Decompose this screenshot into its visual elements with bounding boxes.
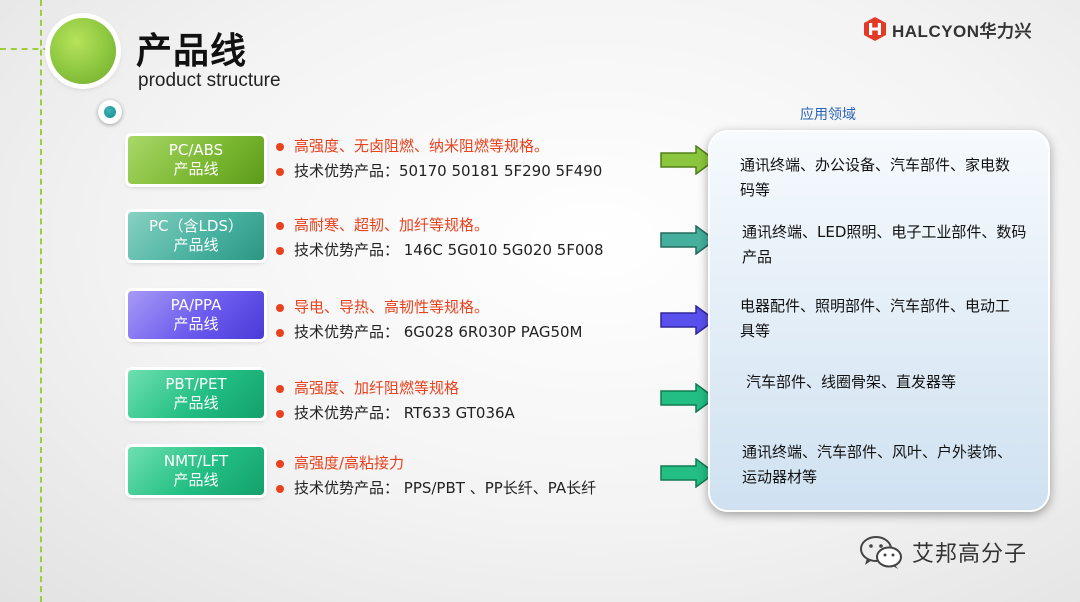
products-row: 技术优势产品： 146C 5G010 5G020 5F008 [276, 238, 604, 263]
application-text-pa-ppa: 电器配件、照明部件、汽车部件、电动工具等 [740, 297, 1011, 340]
feature-text: 高强度、无卤阻燃、纳米阻燃等规格。 [294, 137, 550, 155]
feature-row: 高强度、加纤阻燃等规格 [276, 376, 515, 401]
products-text: 技术优势产品： 6G028 6R030P PAG50M [294, 323, 583, 341]
bullet-icon [276, 142, 284, 151]
product-line-details-pbt-pet: 高强度、加纤阻燃等规格 技术优势产品： RT633 GT036A [276, 376, 515, 426]
product-line-suffix: 产品线 [173, 236, 219, 254]
product-line-details-pa-ppa: 导电、导热、高韧性等规格。 技术优势产品： 6G028 6R030P PAG50… [276, 295, 582, 345]
right-arrow-icon [660, 305, 716, 335]
product-line-suffix: 产品线 [173, 160, 219, 178]
bullet-icon [276, 221, 284, 230]
page-title: 产品线 [136, 31, 248, 72]
right-arrow-icon [660, 145, 716, 175]
application-text-pc-abs: 通讯终端、办公设备、汽车部件、家电数码等 [740, 156, 1011, 199]
feature-row: 高强度/高粘接力 [276, 451, 596, 476]
brand-name: HALCYON华力兴 [892, 21, 1033, 41]
feature-row: 高耐寒、超韧、加纤等规格。 [276, 213, 604, 238]
feature-text: 导电、导热、高韧性等规格。 [294, 298, 490, 316]
product-line-details-pc-lds: 高耐寒、超韧、加纤等规格。 技术优势产品： 146C 5G010 5G020 5… [276, 213, 604, 263]
products-text: 技术优势产品： RT633 GT036A [294, 404, 515, 422]
watermark-text: 艾邦高分子 [912, 542, 1028, 567]
right-arrow-icon [660, 383, 716, 413]
decorative-dashed-line-vertical [40, 0, 42, 602]
feature-row: 导电、导热、高韧性等规格。 [276, 295, 582, 320]
right-arrow-icon [660, 225, 716, 255]
application-text-pc-lds: 通讯终端、LED照明、电子工业部件、数码产品 [742, 223, 1027, 266]
applications-heading: 应用领域 [800, 107, 856, 123]
application-text-nmt-lft: 通讯终端、汽车部件、风叶、户外装饰、运动器材等 [742, 443, 1013, 486]
product-line-name: PC/ABS [168, 141, 224, 159]
bullet-icon [276, 303, 284, 312]
products-row: 技术优势产品：50170 50181 5F290 5F490 [276, 159, 602, 184]
right-arrow-icon [660, 458, 716, 488]
products-text: 技术优势产品：50170 50181 5F290 5F490 [294, 162, 603, 180]
teal-circle-icon [98, 100, 122, 124]
page-subtitle: product structure [138, 70, 281, 91]
application-text-pbt-pet: 汽车部件、线圈骨架、直发器等 [746, 373, 957, 391]
products-row: 技术优势产品： RT633 GT036A [276, 401, 515, 426]
feature-text: 高强度、加纤阻燃等规格 [294, 379, 460, 397]
product-line-label-pc-lds: PC（含LDS） 产品线 [128, 212, 264, 260]
product-line-details-nmt-lft: 高强度/高粘接力 技术优势产品： PPS/PBT 、PP长纤、PA长纤 [276, 451, 596, 501]
products-text: 技术优势产品： 146C 5G010 5G020 5F008 [294, 241, 604, 259]
product-line-name: PBT/PET [165, 375, 227, 393]
wechat-icon [860, 536, 902, 569]
product-line-name: PA/PPA [170, 296, 222, 314]
wechat-watermark: 艾邦高分子 [858, 534, 1027, 570]
bullet-icon [276, 409, 284, 418]
products-row: 技术优势产品： PPS/PBT 、PP长纤、PA长纤 [276, 476, 596, 501]
product-line-details-pc-abs: 高强度、无卤阻燃、纳米阻燃等规格。 技术优势产品：50170 50181 5F2… [276, 134, 602, 184]
decorative-dashed-line-horizontal [0, 48, 60, 50]
feature-text: 高耐寒、超韧、加纤等规格。 [294, 216, 490, 234]
product-line-suffix: 产品线 [173, 315, 219, 333]
bullet-icon [276, 328, 284, 337]
bullet-icon [276, 459, 284, 468]
bullet-icon [276, 167, 284, 176]
product-line-label-pa-ppa: PA/PPA 产品线 [128, 291, 264, 339]
halcyon-h-logo-icon [864, 17, 886, 41]
bullet-icon [276, 484, 284, 493]
bullet-icon [276, 384, 284, 393]
product-line-suffix: 产品线 [173, 471, 219, 489]
green-circle-icon [50, 18, 116, 84]
bullet-icon [276, 246, 284, 255]
brand-logo: HALCYON华力兴 [862, 14, 1032, 44]
product-line-label-pc-abs: PC/ABS 产品线 [128, 136, 264, 184]
applications-panel [708, 130, 1050, 512]
products-row: 技术优势产品： 6G028 6R030P PAG50M [276, 320, 582, 345]
feature-row: 高强度、无卤阻燃、纳米阻燃等规格。 [276, 134, 602, 159]
product-line-name: PC（含LDS） [149, 217, 243, 235]
product-line-label-nmt-lft: NMT/LFT 产品线 [128, 447, 264, 495]
products-text: 技术优势产品： PPS/PBT 、PP长纤、PA长纤 [294, 479, 597, 497]
product-line-name: NMT/LFT [163, 452, 229, 470]
product-line-label-pbt-pet: PBT/PET 产品线 [128, 370, 264, 418]
product-line-suffix: 产品线 [173, 394, 219, 412]
feature-text: 高强度/高粘接力 [294, 454, 405, 472]
